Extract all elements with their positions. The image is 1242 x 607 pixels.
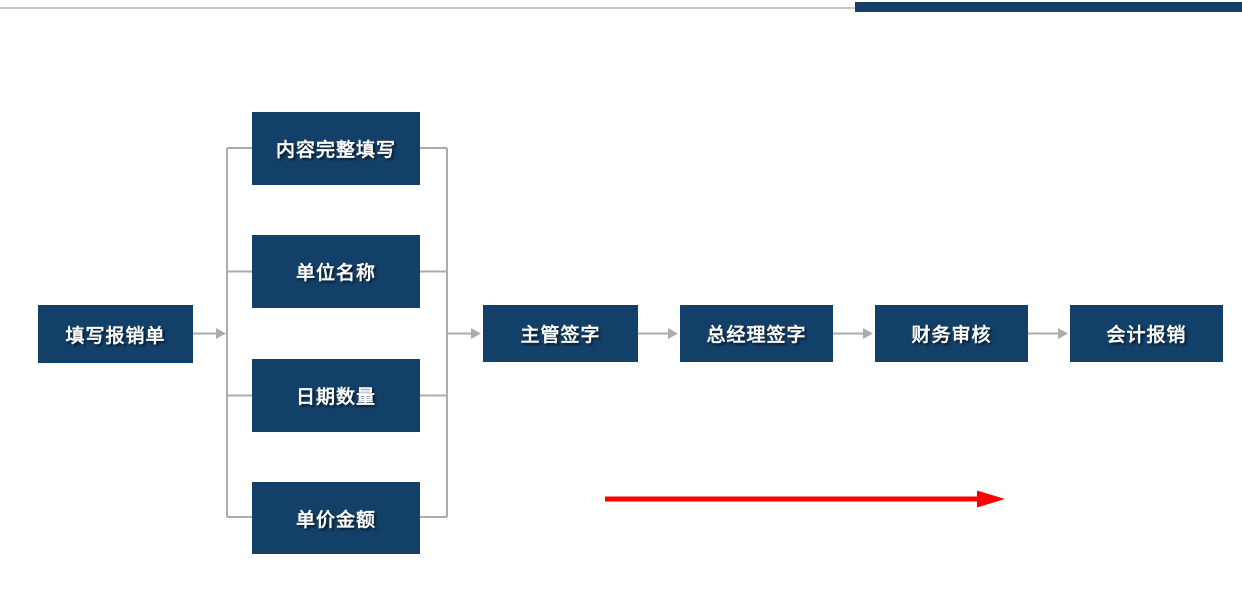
node-step-general-manager-signature: 总经理签字 [680,305,833,362]
node-detail-date-quantity: 日期数量 [252,359,420,432]
arrow-details-to-step1-head-icon [471,328,481,339]
node-detail-unit-name: 单位名称 [252,235,420,308]
node-step-supervisor-signature: 主管签字 [483,305,638,362]
red-emphasis-arrow-head-icon [977,490,1005,508]
arrow-step2-to-step3-head-icon [863,328,873,339]
node-step-finance-review: 财务审核 [875,305,1028,362]
arrow-step1-to-step2-head-icon [668,328,678,339]
arrow-start-to-details-head-icon [216,328,226,339]
node-step-accounting-reimbursement: 会计报销 [1070,305,1223,362]
top-divider-line [0,7,862,9]
top-accent-bar [855,2,1242,12]
arrow-step3-to-step4-head-icon [1058,328,1068,339]
node-detail-unit-price-amount: 单价金额 [252,482,420,554]
node-fill-reimbursement-form: 填写报销单 [38,305,193,363]
node-detail-complete-content: 内容完整填写 [252,112,420,185]
